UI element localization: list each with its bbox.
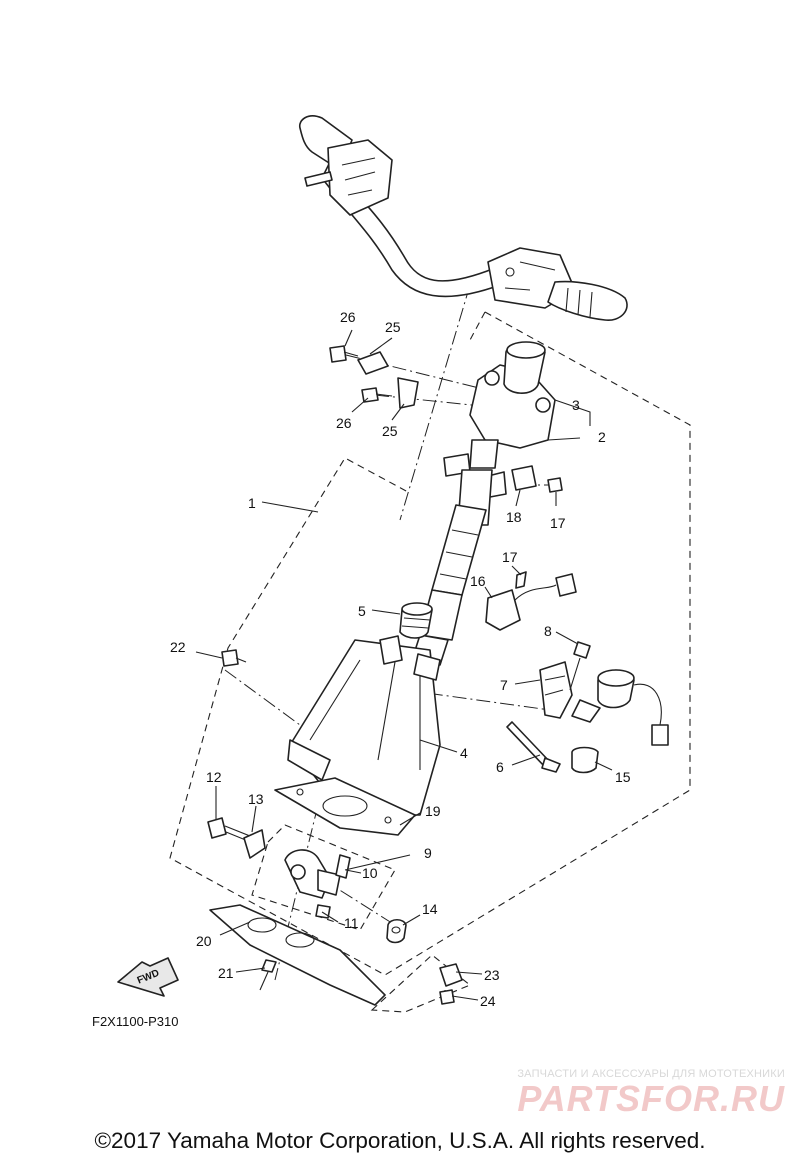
callout-5: 5 xyxy=(358,603,366,619)
steering-upper-column xyxy=(443,364,556,526)
callout-labels: 1 2 3 4 5 6 7 8 9 10 11 12 13 14 15 16 1… xyxy=(170,309,631,1009)
callout-9: 9 xyxy=(424,845,432,861)
watermark-logo: PARTSFOR.RU xyxy=(517,1078,785,1119)
callout-18: 18 xyxy=(506,509,522,525)
callout-24: 24 xyxy=(480,993,496,1009)
cap-part-3 xyxy=(503,341,546,394)
callout-4: 4 xyxy=(460,745,468,761)
callout-25a: 25 xyxy=(385,319,401,335)
callout-23: 23 xyxy=(484,967,500,983)
callout-17a: 17 xyxy=(502,549,518,565)
bolt-part-22 xyxy=(221,649,247,667)
clamp-part-18 xyxy=(511,465,563,493)
screw-part-8 xyxy=(569,641,591,691)
callout-11: 11 xyxy=(344,915,359,931)
fwd-arrow-icon: FWD xyxy=(117,957,179,997)
leader-lines xyxy=(195,329,613,1001)
callout-22: 22 xyxy=(170,639,186,655)
callout-21: 21 xyxy=(218,965,234,981)
callout-6: 6 xyxy=(496,759,504,775)
callout-2: 2 xyxy=(598,429,606,445)
callout-25b: 25 xyxy=(382,423,398,439)
callout-20: 20 xyxy=(196,933,212,949)
plate-part-20 xyxy=(209,904,386,1006)
sensor-part-15 xyxy=(571,669,669,774)
callout-19: 19 xyxy=(425,803,441,819)
clip-part-23 xyxy=(439,963,463,1005)
callout-17b: 17 xyxy=(550,515,566,531)
handlebar-assembly xyxy=(298,115,628,321)
assembly-boundaries xyxy=(169,311,691,1013)
watermark: ЗАПЧАСТИ И АКСЕССУАРЫ ДЛЯ МОТОТЕХНИКИ PA… xyxy=(455,1068,785,1118)
watermark-tagline: ЗАПЧАСТИ И АКСЕССУАРЫ ДЛЯ МОТОТЕХНИКИ xyxy=(517,1068,785,1080)
callout-10: 10 xyxy=(362,865,378,881)
gasket xyxy=(274,777,416,836)
callout-14: 14 xyxy=(422,901,438,917)
copyright-notice: ©2017 Yamaha Motor Corporation, U.S.A. A… xyxy=(94,1128,706,1153)
rivet-part-21 xyxy=(259,959,277,991)
callout-16: 16 xyxy=(470,573,486,589)
callout-7: 7 xyxy=(500,677,508,693)
callout-26b: 26 xyxy=(336,415,352,431)
pivot-bracket xyxy=(287,635,441,816)
callout-26a: 26 xyxy=(340,309,356,325)
callout-1: 1 xyxy=(248,495,256,511)
bearing xyxy=(399,602,433,639)
callout-15: 15 xyxy=(615,769,631,785)
holder-part-7 xyxy=(539,661,573,719)
switch-part-16 xyxy=(485,571,577,631)
plate-part-25 xyxy=(329,345,419,409)
bolt-part-12 xyxy=(207,817,266,859)
callout-3: 3 xyxy=(572,397,580,413)
drawing-code: F2X1100-P310 xyxy=(92,1014,179,1029)
callout-12: 12 xyxy=(206,769,222,785)
bracket-part-9 xyxy=(284,849,407,944)
callout-13: 13 xyxy=(248,791,264,807)
callout-8: 8 xyxy=(544,623,552,639)
